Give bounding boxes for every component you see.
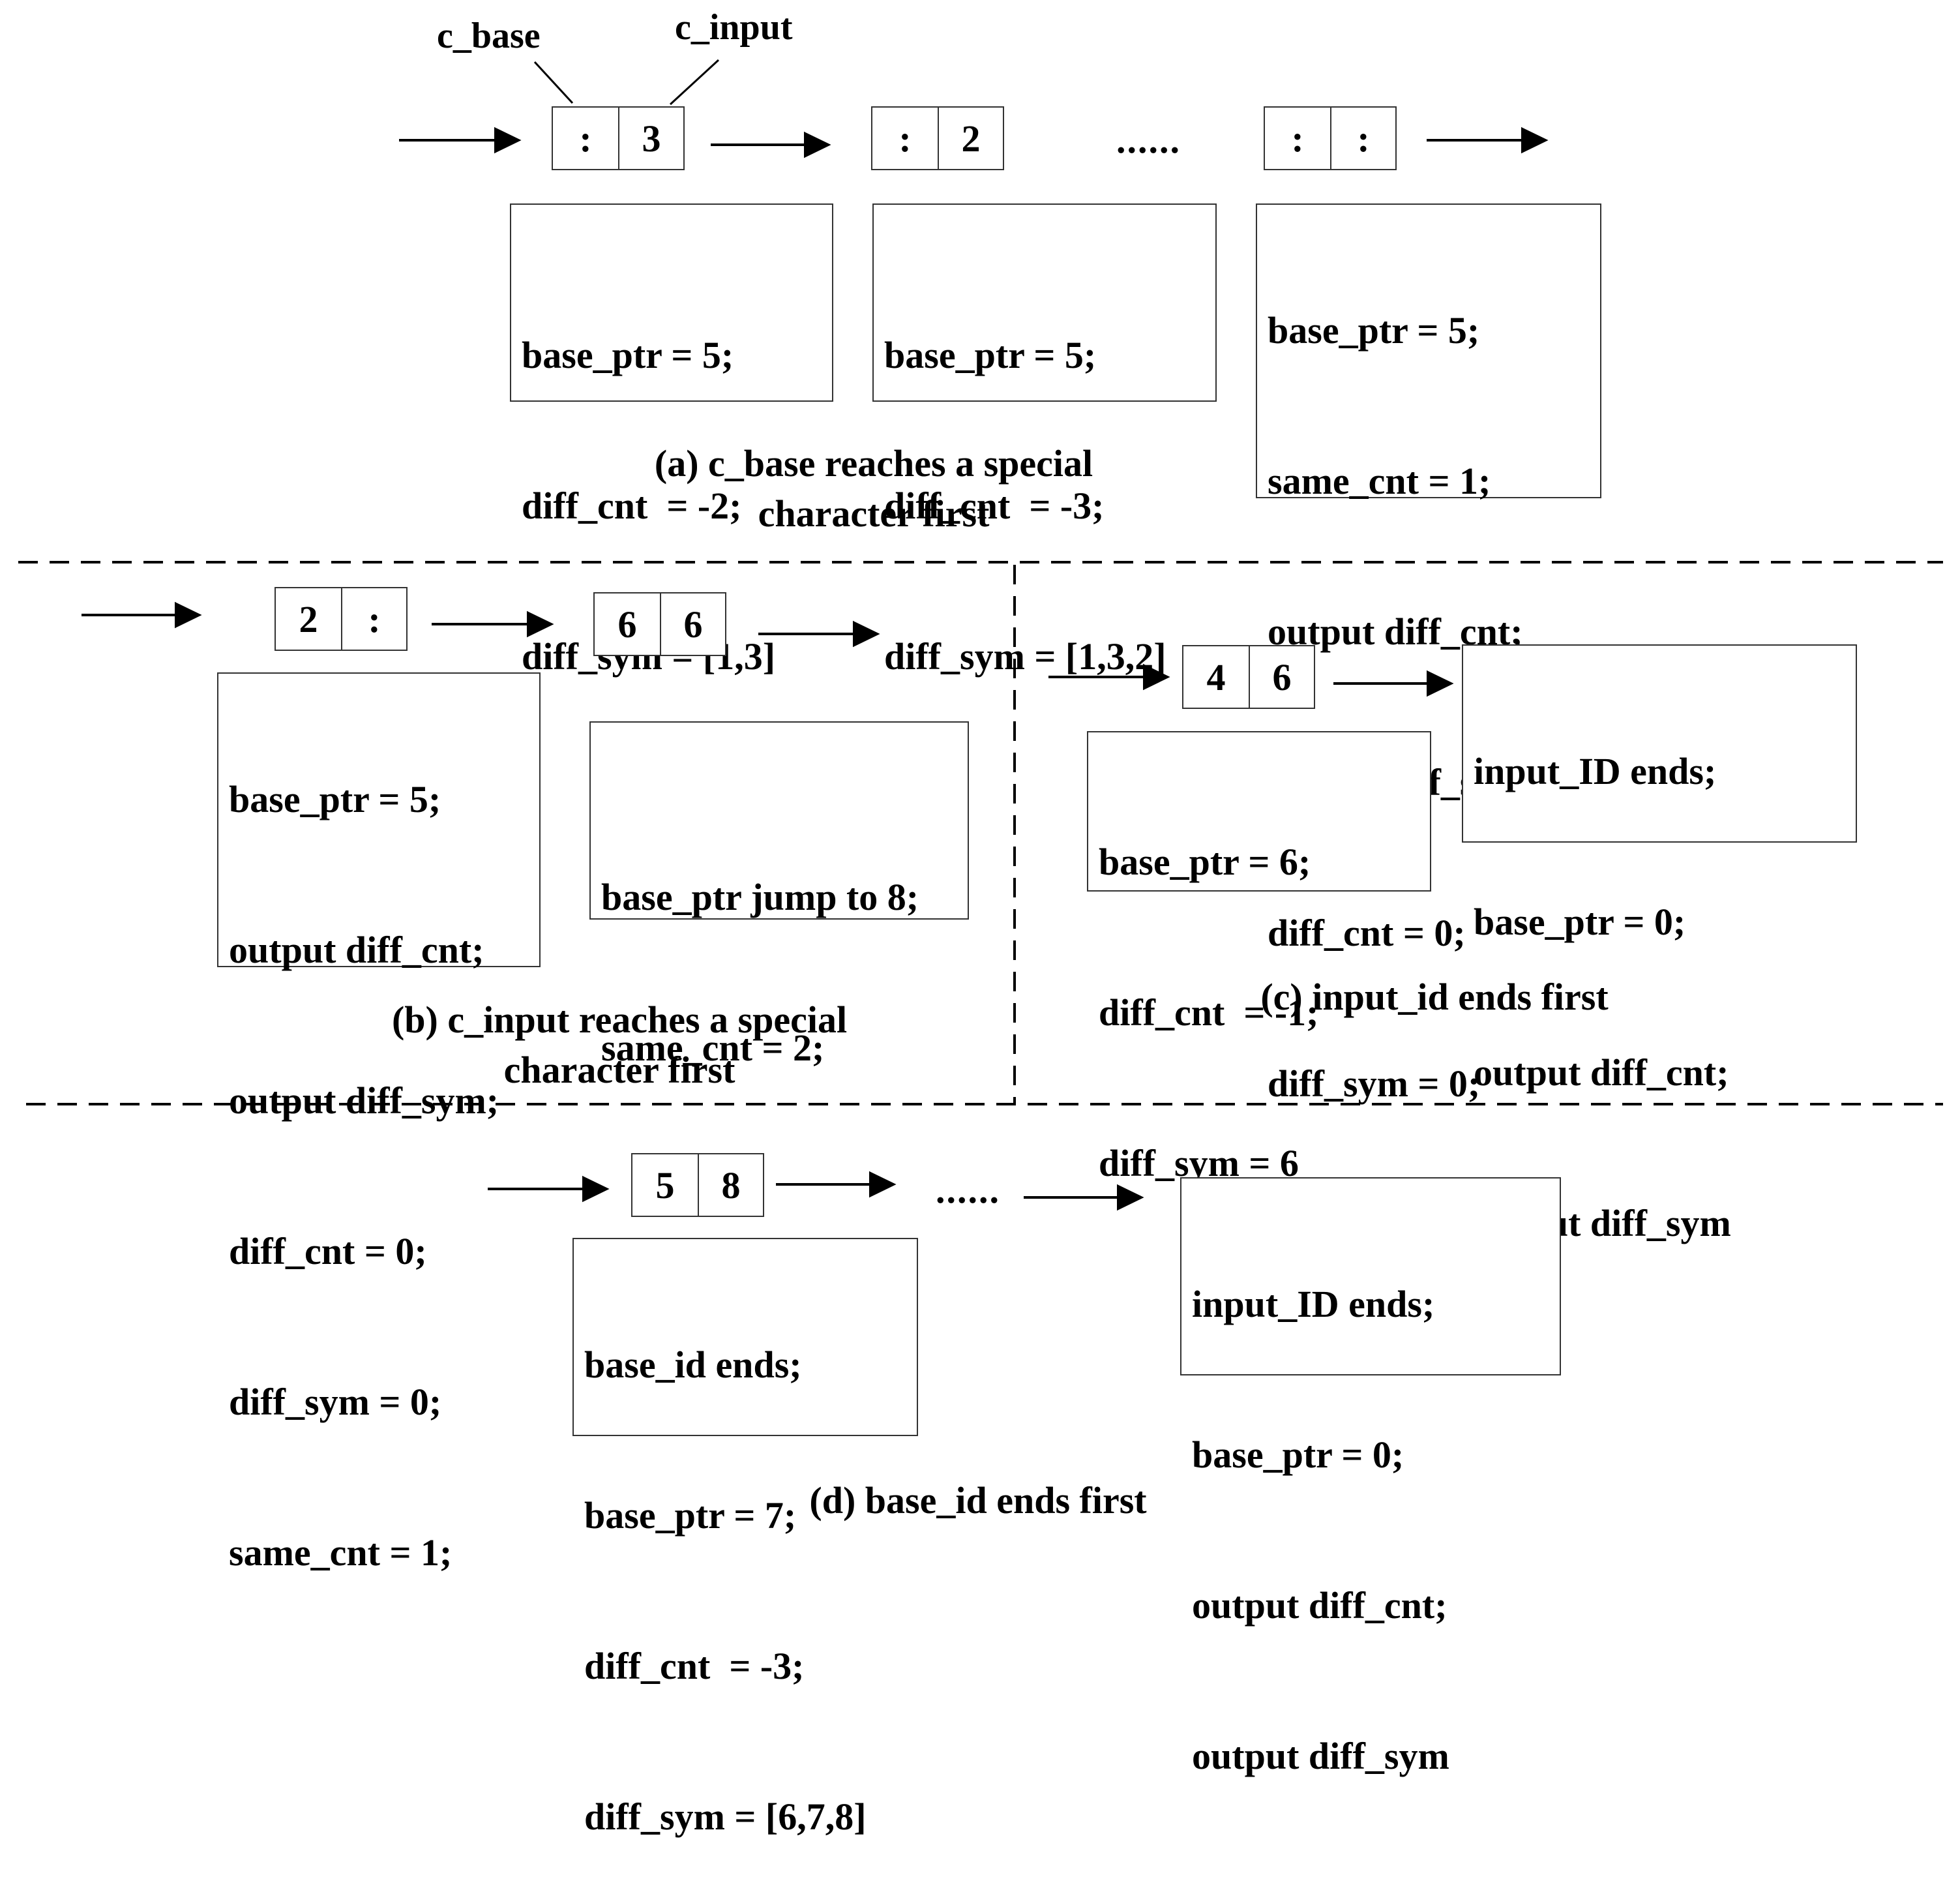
caption-line: character first (758, 492, 990, 535)
label-c-base: c_base (437, 16, 541, 56)
label-c-input: c_input (675, 7, 793, 48)
panel-b-state-box-2: base_ptr jump to 8; same_cnt = 2; (589, 721, 969, 1069)
state-line: diff_sym = [6,7,8] (584, 1795, 867, 1838)
panel-a-state-box-2: base_ptr = 5; diff_cnt = -3; diff_sym = … (872, 203, 1217, 678)
state-line: base_ptr = 5; (884, 334, 1097, 376)
cell-c-input: 6 (660, 593, 725, 655)
state-line: base_ptr = 5; (1268, 309, 1480, 352)
panel-b-cells-1: 2 : (275, 587, 408, 651)
state-line: diff_cnt = 0; (229, 1230, 427, 1272)
state-line: diff_sym = 0; (1268, 1062, 1481, 1105)
panel-a-state-box-3: base_ptr = 5; same_cnt = 1; output diff_… (1256, 203, 1601, 1105)
cell-c-base: 2 (299, 597, 318, 640)
state-line: diff_sym = [1,3,2] (884, 635, 1166, 678)
state-line: diff_sym = 0; (229, 1381, 442, 1423)
state-line: base_ptr = 5; (229, 778, 441, 820)
caption-panel-b: (b) c_input reaches a special character … (326, 995, 913, 1095)
state-line: base_ptr = 7; (584, 1494, 797, 1537)
state-line: base_ptr = 0; (1192, 1434, 1404, 1476)
panel-c-state-box-2: input_ID ends; base_ptr = 0; output diff… (1462, 644, 1857, 1244)
arrow-b3 (758, 620, 880, 648)
ellipsis-a: ...... (1116, 119, 1181, 161)
panel-d-cells-1: 5 8 (631, 1153, 764, 1217)
state-line: diff_cnt = -1; (1099, 991, 1319, 1034)
panel-a-state-box-1: base_ptr = 5; diff_cnt = -2; diff_sym = … (510, 203, 833, 678)
arrow-c1 (1048, 663, 1170, 691)
panel-a-cells-1: : 3 (552, 106, 685, 170)
state-line: output diff_cnt; (1474, 1051, 1729, 1094)
state-line: output diff_sym (1192, 1735, 1449, 1777)
state-line: base_ptr = 5; (522, 334, 734, 376)
cell-c-input: 3 (618, 108, 683, 169)
state-line: input_ID ends; (1192, 1283, 1435, 1325)
cell-c-input: : (1330, 108, 1395, 169)
state-line: same_cnt = 2; (601, 1027, 825, 1069)
panel-a-cells-3: : : (1264, 106, 1397, 170)
state-line: base_id ends; (584, 1344, 802, 1386)
cell-c-base: 6 (617, 603, 637, 646)
arrow-d2 (776, 1171, 897, 1198)
cell-c-input: 6 (1249, 646, 1314, 708)
arrow-a1 (399, 127, 522, 154)
state-line: output diff_cnt; (229, 929, 484, 971)
pointer-c-input (669, 59, 720, 106)
ellipsis-d: ...... (936, 1169, 1000, 1211)
caption-line: (a) c_base reaches a special (654, 442, 1093, 485)
pointer-c-base (533, 61, 574, 104)
panel-d-state-box-1: base_id ends; base_ptr = 7; diff_cnt = -… (572, 1238, 918, 1838)
caption-panel-c: (c) input_id ends first (1174, 972, 1695, 1022)
state-line: diff_cnt = -3; (584, 1645, 805, 1687)
state-line: output diff_cnt; (1192, 1584, 1448, 1627)
panel-b-state-box-1: base_ptr = 5; output diff_cnt; output di… (217, 672, 541, 1574)
panel-c-cells-1: 4 6 (1182, 645, 1315, 709)
cell-c-base: : (898, 117, 912, 160)
state-line: base_ptr jump to 8; (601, 876, 919, 918)
diagram-lines (18, 59, 1943, 1211)
cell-c-base: 5 (655, 1164, 675, 1207)
panel-d-state-box-2: input_ID ends; base_ptr = 0; output diff… (1180, 1177, 1561, 1777)
cell-c-base: : (579, 117, 592, 160)
panel-b-cells-2: 6 6 (593, 592, 726, 656)
state-line: diff_cnt = -2; (522, 485, 742, 527)
cell-c-base: 4 (1206, 655, 1226, 698)
caption-line: (b) c_input reaches a special (391, 999, 848, 1041)
panel-c-state-box-1: base_ptr = 6; diff_cnt = -1; diff_sym = … (1087, 731, 1431, 1184)
caption-line: (d) base_id ends first (809, 1479, 1147, 1522)
arrow-d1 (488, 1175, 610, 1203)
state-line: same_cnt = 1; (229, 1531, 453, 1574)
arrow-d3 (1024, 1184, 1144, 1211)
state-line: diff_cnt = 0; (1268, 912, 1466, 954)
caption-panel-d: (d) base_id ends first (717, 1475, 1239, 1525)
state-line: input_ID ends; (1474, 750, 1717, 792)
cell-c-input: : (341, 588, 406, 650)
arrow-a3 (1427, 127, 1549, 154)
cell-c-input: 8 (698, 1154, 763, 1216)
panel-a-cells-2: : 2 (871, 106, 1004, 170)
caption-panel-a: (a) c_base reaches a special character f… (587, 438, 1161, 539)
caption-line: (c) input_id ends first (1260, 976, 1609, 1018)
caption-line: character first (503, 1049, 735, 1091)
arrow-c2 (1333, 670, 1454, 697)
cell-c-base: : (1291, 117, 1304, 160)
state-line: base_ptr = 6; (1099, 841, 1311, 883)
state-line: output diff_sym; (229, 1079, 499, 1122)
state-line: diff_cnt = -3; (884, 485, 1105, 527)
state-line: same_cnt = 1; (1268, 460, 1491, 502)
state-line: base_ptr = 0; (1474, 901, 1686, 943)
arrow-a2 (711, 131, 831, 158)
arrow-b1 (82, 601, 202, 629)
arrow-b2 (432, 610, 554, 638)
cell-c-input: 2 (938, 108, 1003, 169)
